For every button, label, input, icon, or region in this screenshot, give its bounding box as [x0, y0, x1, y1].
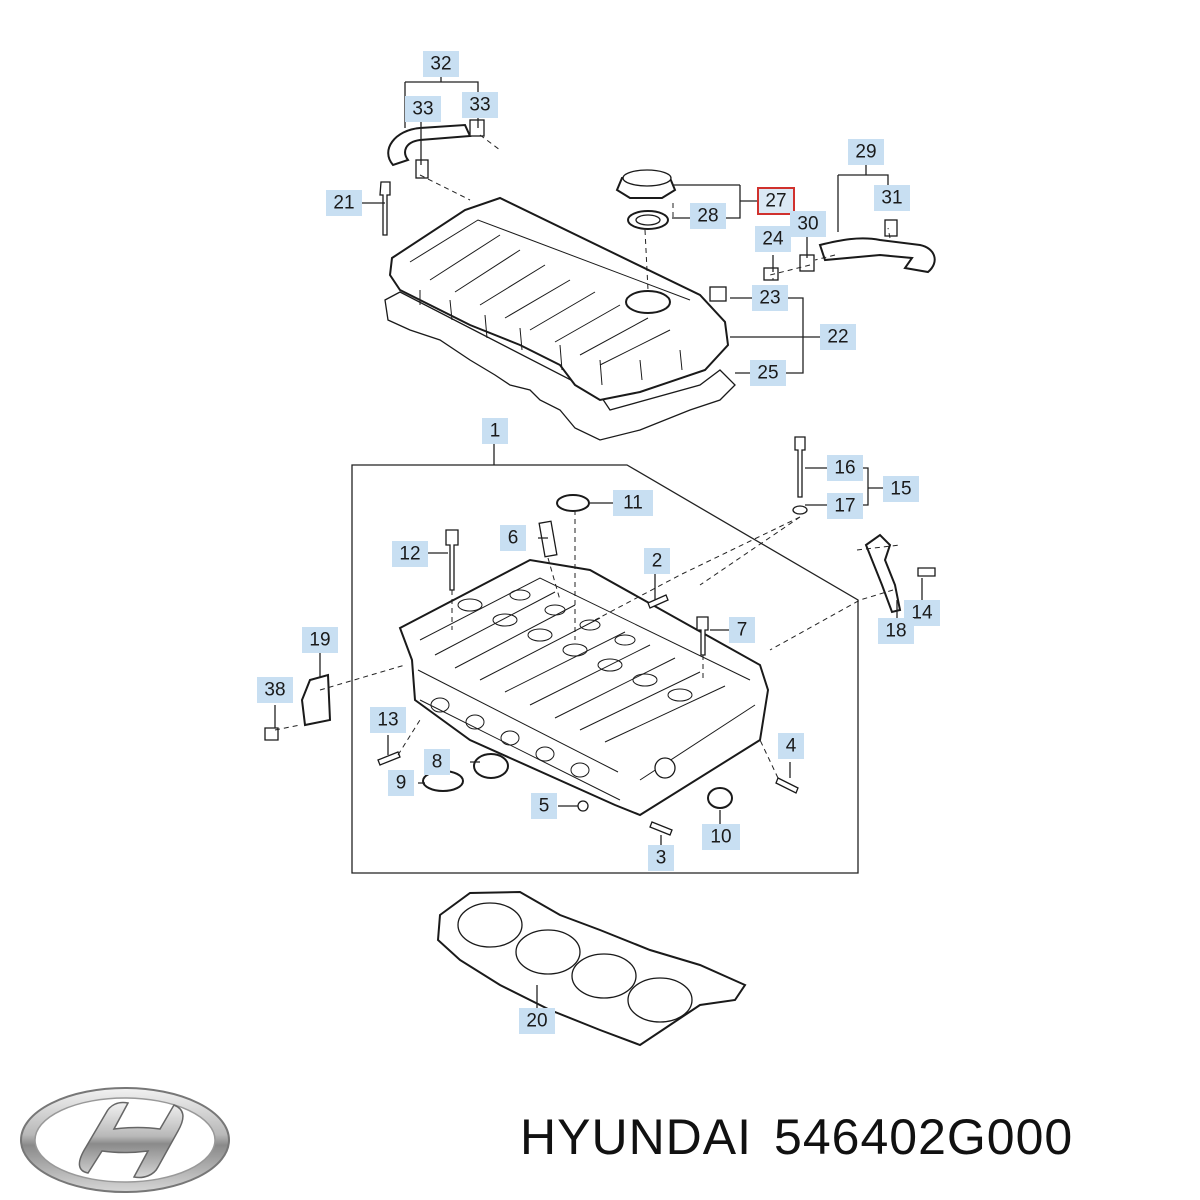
callout-9-text: 9	[396, 773, 407, 794]
callout-32[interactable]: 32	[423, 51, 459, 77]
callout-27-text: 27	[765, 191, 786, 212]
callout-38-text: 38	[264, 680, 285, 701]
callout-16-text: 16	[834, 458, 855, 479]
callout-7-text: 7	[737, 620, 748, 641]
callout-30[interactable]: 30	[790, 211, 826, 237]
callout-25[interactable]: 25	[750, 360, 786, 386]
callout-18-text: 18	[885, 621, 906, 642]
callout-2[interactable]: 2	[644, 548, 670, 574]
callout-18[interactable]: 18	[878, 618, 914, 644]
cylinder-head	[264, 436, 936, 836]
callout-33-right[interactable]: 33	[462, 92, 498, 118]
callout-28-text: 28	[697, 206, 718, 227]
part-number: 546402G000	[774, 1109, 1074, 1165]
callout-20-text: 20	[526, 1011, 547, 1032]
callout-10-text: 10	[710, 827, 731, 848]
callout-16[interactable]: 16	[827, 455, 863, 481]
callout-23-text: 23	[759, 288, 780, 309]
callout-5-text: 5	[539, 796, 550, 817]
cylinder-head-cover	[379, 119, 936, 441]
callout-33-right-text: 33	[469, 95, 490, 116]
part-caption: HYUNDAI 546402G000	[520, 1108, 1073, 1166]
callout-19[interactable]: 19	[302, 627, 338, 653]
hyundai-logo-icon	[20, 1087, 230, 1193]
callout-1-text: 1	[490, 421, 501, 442]
callout-11[interactable]: 11	[613, 490, 653, 516]
callout-27[interactable]: 27	[757, 187, 795, 215]
callout-3-text: 3	[656, 848, 667, 869]
callout-9[interactable]: 9	[388, 770, 414, 796]
callout-33-left-text: 33	[412, 99, 433, 120]
callout-19-text: 19	[309, 630, 330, 651]
callouts: 32 33 33 21 27 28 29 31 30 24 23 22 25 1…	[257, 51, 940, 1034]
callout-21[interactable]: 21	[326, 190, 362, 216]
callout-17[interactable]: 17	[827, 493, 863, 519]
callout-31[interactable]: 31	[874, 185, 910, 211]
callout-25-text: 25	[757, 363, 778, 384]
callout-32-text: 32	[430, 54, 451, 75]
callout-22-text: 22	[827, 327, 848, 348]
callout-24-text: 24	[762, 229, 784, 250]
cylinder-head-frame	[351, 464, 859, 874]
callout-31-text: 31	[881, 188, 902, 209]
callout-22[interactable]: 22	[820, 324, 856, 350]
callout-6[interactable]: 6	[500, 525, 526, 551]
callout-12[interactable]: 12	[392, 541, 428, 567]
callout-7[interactable]: 7	[729, 617, 755, 643]
cylinder-head-gasket	[436, 890, 747, 1047]
callout-8[interactable]: 8	[424, 749, 450, 775]
callout-4-text: 4	[786, 736, 797, 757]
callout-4[interactable]: 4	[778, 733, 804, 759]
callout-15-text: 15	[890, 479, 911, 500]
callout-33-left[interactable]: 33	[405, 96, 441, 122]
callout-5[interactable]: 5	[531, 793, 557, 819]
callout-3[interactable]: 3	[648, 845, 674, 871]
callout-17-text: 17	[834, 496, 855, 517]
callout-29-text: 29	[855, 142, 876, 163]
callout-14-text: 14	[911, 603, 933, 624]
callout-30-text: 30	[797, 214, 818, 235]
callout-24[interactable]: 24	[755, 226, 791, 252]
callout-6-text: 6	[508, 528, 519, 549]
callout-8-text: 8	[432, 752, 443, 773]
callout-2-text: 2	[652, 551, 663, 572]
callout-13-text: 13	[377, 710, 398, 731]
callout-1[interactable]: 1	[482, 418, 508, 444]
brand-name: HYUNDAI	[520, 1109, 753, 1165]
callout-12-text: 12	[399, 544, 420, 565]
callout-11-text: 11	[623, 493, 643, 514]
callout-38[interactable]: 38	[257, 677, 293, 703]
callout-20[interactable]: 20	[519, 1008, 555, 1034]
callout-10[interactable]: 10	[702, 824, 740, 850]
callout-29[interactable]: 29	[848, 139, 884, 165]
callout-21-text: 21	[333, 193, 354, 214]
callout-15[interactable]: 15	[883, 476, 919, 502]
callout-28[interactable]: 28	[690, 203, 726, 229]
callout-23[interactable]: 23	[752, 285, 788, 311]
callout-13[interactable]: 13	[370, 707, 406, 733]
